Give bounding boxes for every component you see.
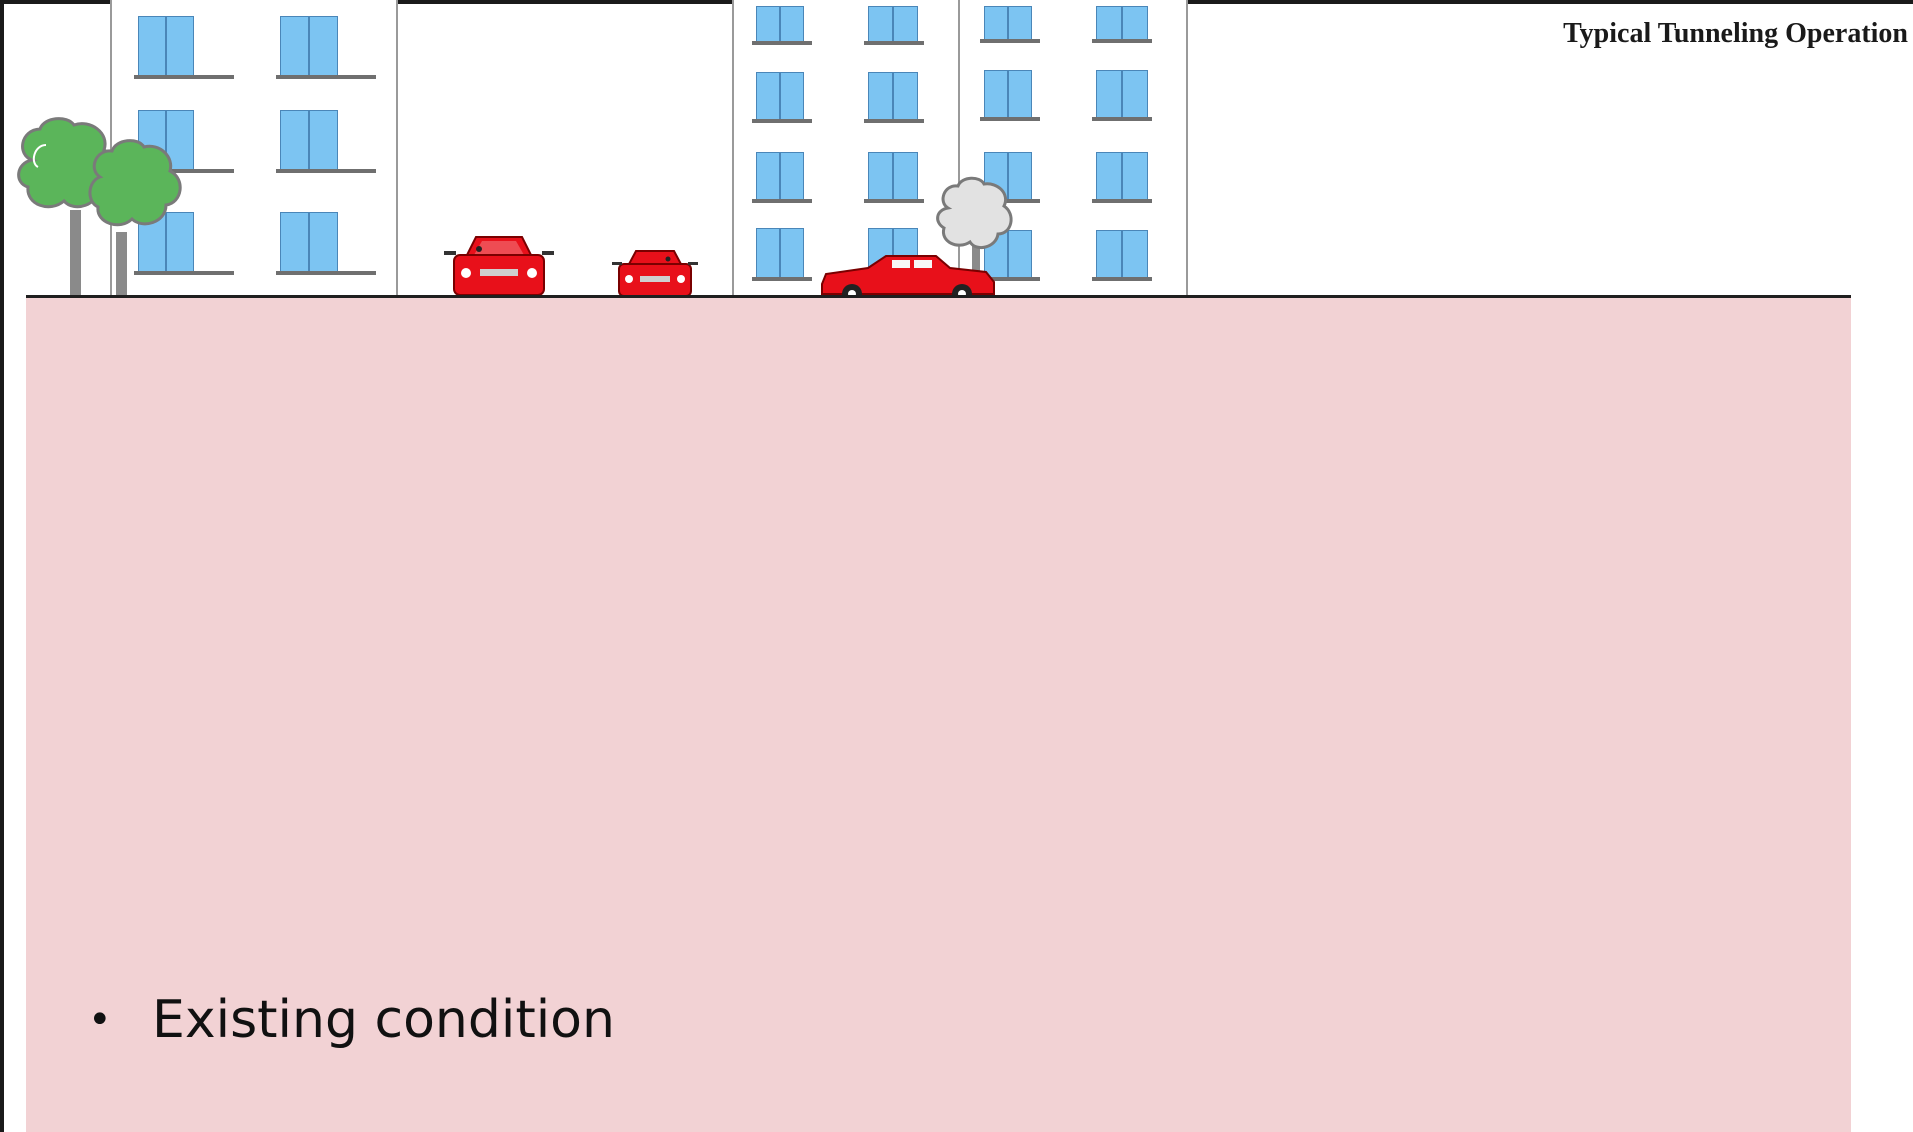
window-sill <box>980 117 1040 121</box>
window-sill <box>752 41 812 45</box>
building-window <box>1096 6 1148 40</box>
tree-icon <box>86 137 191 300</box>
building-window <box>868 152 918 200</box>
building-window <box>868 72 918 120</box>
building-middle <box>732 0 960 297</box>
building-window <box>756 228 804 278</box>
window-sill <box>752 199 812 203</box>
window-sill <box>1092 277 1152 281</box>
window-sill <box>864 119 924 123</box>
window-sill <box>752 119 812 123</box>
window-sill <box>1092 199 1152 203</box>
building-window <box>280 212 338 272</box>
bullet-list: • Existing condition <box>88 990 615 1050</box>
building-window <box>756 72 804 120</box>
window-sill <box>1092 39 1152 43</box>
diagram-title: Typical Tunneling Operation <box>1563 18 1908 50</box>
bullet-item: • Existing condition <box>88 990 615 1050</box>
building-window <box>984 6 1032 40</box>
building-window <box>984 70 1032 118</box>
building-window <box>1096 230 1148 278</box>
building-window <box>868 6 918 42</box>
window-sill <box>276 75 376 79</box>
window-sill <box>752 277 812 281</box>
car-front-icon <box>444 233 554 298</box>
building-window <box>1096 152 1148 200</box>
window-sill <box>864 41 924 45</box>
window-sill <box>276 271 376 275</box>
building-window <box>756 6 804 42</box>
bullet-dot-icon: • <box>88 997 152 1043</box>
building-window <box>138 16 194 76</box>
car-side-icon <box>818 254 998 300</box>
window-sill <box>1092 117 1152 121</box>
window-sill <box>276 169 376 173</box>
building-window <box>280 16 338 76</box>
window-sill <box>864 199 924 203</box>
building-window <box>1096 70 1148 118</box>
building-window <box>756 152 804 200</box>
frame-left-border <box>0 0 4 1132</box>
building-window <box>280 110 338 170</box>
car-front-icon <box>612 248 698 298</box>
window-sill <box>980 39 1040 43</box>
window-sill <box>134 75 234 79</box>
bullet-text: Existing condition <box>152 990 615 1050</box>
